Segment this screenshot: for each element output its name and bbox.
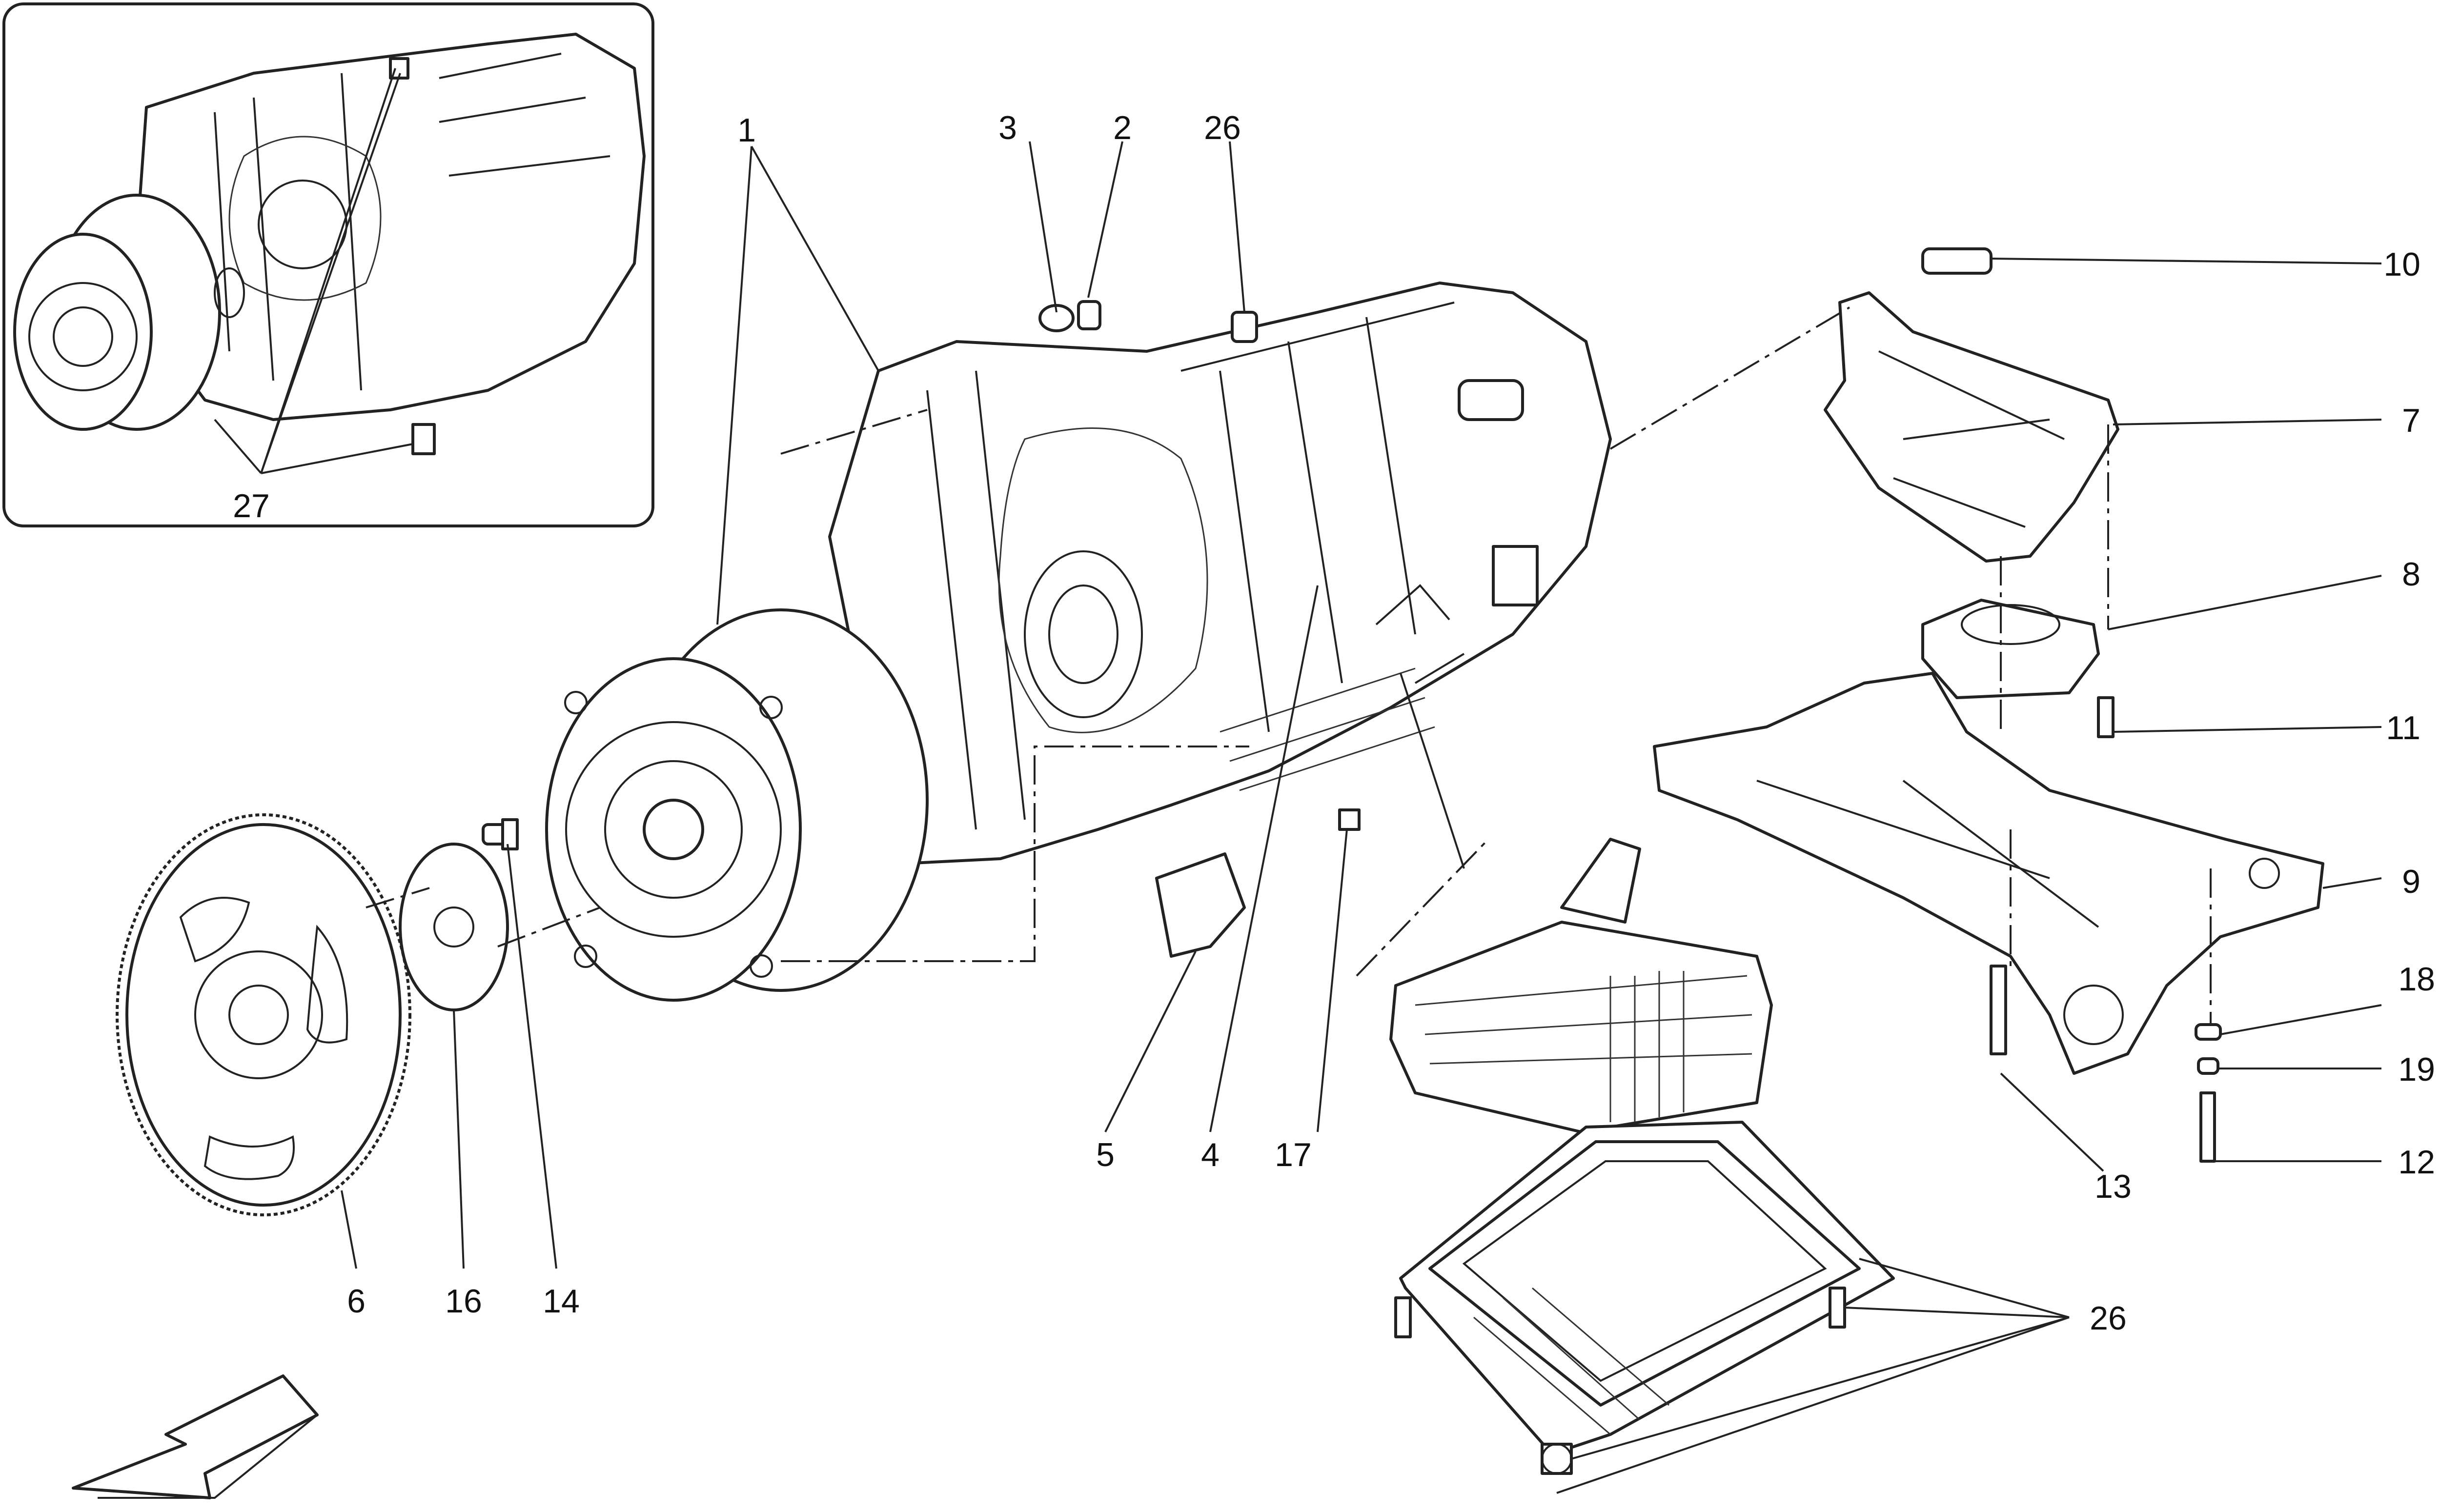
callout-7: 7 bbox=[2402, 402, 2420, 439]
callout-2: 2 bbox=[1113, 109, 1132, 146]
callout-19: 19 bbox=[2398, 1051, 2435, 1088]
callout-1: 1 bbox=[737, 112, 756, 149]
callout-6: 6 bbox=[347, 1283, 366, 1320]
callout-5: 5 bbox=[1096, 1136, 1115, 1173]
direction-arrow bbox=[72, 1374, 319, 1499]
spacer-plate bbox=[399, 818, 519, 1011]
oil-pan bbox=[1394, 1121, 1895, 1475]
callout-labels: 1 2 3 26 10 7 8 11 9 18 19 12 13 26 5 4 … bbox=[233, 109, 2435, 1337]
crossmember bbox=[1653, 672, 2324, 1075]
center-lines bbox=[366, 306, 2212, 1025]
engine-mount bbox=[1921, 599, 2115, 738]
callout-9: 9 bbox=[2402, 863, 2420, 900]
transmission-housing bbox=[828, 282, 1612, 865]
inset-detail bbox=[2, 2, 654, 527]
callout-26-bottom: 26 bbox=[2090, 1300, 2127, 1337]
callout-14: 14 bbox=[543, 1283, 580, 1320]
housing-small-parts bbox=[1038, 300, 1361, 958]
callout-10: 10 bbox=[2383, 246, 2420, 283]
flex-plate bbox=[116, 813, 411, 1216]
callout-17: 17 bbox=[1275, 1136, 1312, 1173]
fasteners-right bbox=[1990, 965, 2222, 1163]
callout-26-top: 26 bbox=[1204, 109, 1241, 146]
callout-11: 11 bbox=[2386, 709, 2420, 746]
mounting-bracket bbox=[1824, 247, 2119, 563]
valve-body bbox=[1389, 838, 1773, 1133]
callout-8: 8 bbox=[2402, 556, 2420, 593]
callout-13: 13 bbox=[2094, 1168, 2132, 1205]
leader-lines bbox=[341, 141, 2382, 1494]
callout-16: 16 bbox=[445, 1283, 482, 1320]
callout-12: 12 bbox=[2398, 1144, 2435, 1181]
callout-18: 18 bbox=[2398, 961, 2435, 998]
callout-27: 27 bbox=[233, 487, 270, 524]
callout-4: 4 bbox=[1201, 1136, 1220, 1173]
torque-converter bbox=[545, 608, 929, 1002]
callout-3: 3 bbox=[998, 109, 1017, 146]
